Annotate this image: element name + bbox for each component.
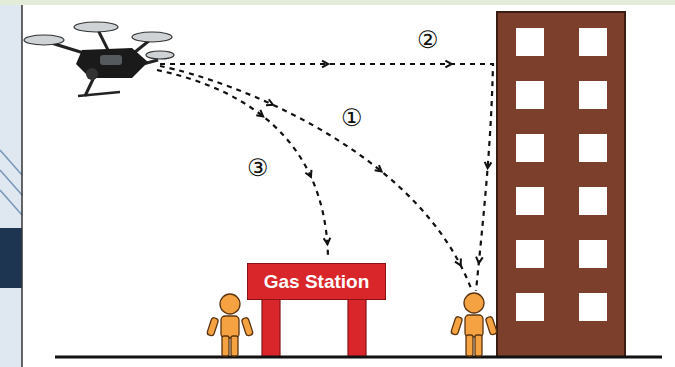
sign-text: Gas Station bbox=[264, 272, 370, 291]
sign-box: Gas Station bbox=[247, 263, 386, 300]
arrowhead bbox=[324, 238, 331, 244]
frame-line bbox=[21, 5, 23, 367]
arrowhead bbox=[455, 258, 461, 265]
arrowhead bbox=[476, 257, 483, 263]
flight-path bbox=[157, 70, 328, 258]
background-block bbox=[0, 228, 22, 288]
person-figure bbox=[207, 294, 254, 356]
ground-line bbox=[55, 356, 662, 359]
flight-path bbox=[157, 64, 493, 291]
background-strip bbox=[0, 0, 22, 367]
arrowhead bbox=[305, 170, 311, 177]
gas-station-pillars bbox=[262, 299, 366, 357]
drone bbox=[24, 22, 174, 96]
arrowheads bbox=[256, 61, 491, 266]
callout-number: ② bbox=[417, 28, 439, 52]
callout-number: ③ bbox=[247, 156, 269, 180]
arrowhead bbox=[266, 99, 273, 105]
background-lines bbox=[0, 150, 22, 215]
callout-number: ① bbox=[341, 106, 363, 130]
flight-path bbox=[160, 64, 493, 291]
person-figure bbox=[451, 293, 498, 356]
flight-path bbox=[160, 66, 472, 291]
arrowhead bbox=[485, 162, 492, 168]
arrowhead bbox=[445, 61, 451, 68]
arrowhead bbox=[322, 61, 328, 68]
arrowhead bbox=[375, 165, 382, 171]
background-strip bbox=[0, 0, 675, 5]
building bbox=[497, 12, 625, 357]
arrowhead bbox=[256, 110, 263, 116]
